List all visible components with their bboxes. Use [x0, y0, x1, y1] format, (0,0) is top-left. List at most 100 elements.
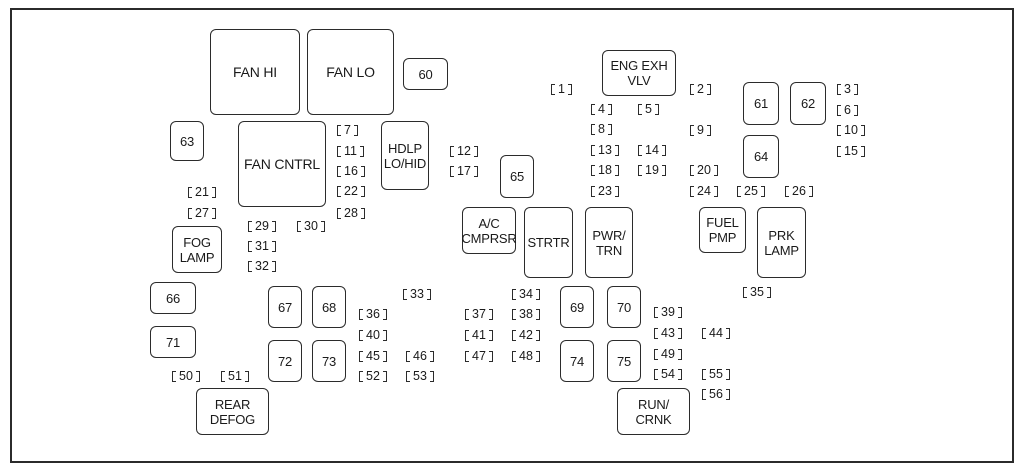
relay-64: 64 — [743, 135, 779, 178]
relay-fog-lamp: FOG LAMP — [172, 226, 222, 273]
fuse-label: 56 — [709, 387, 723, 401]
fuse-label: 55 — [709, 367, 723, 381]
fuse-33: 33 — [403, 287, 431, 301]
fuse-label: 50 — [179, 369, 193, 383]
relay-fan-cntrl: FAN CNTRL — [238, 121, 326, 207]
fuse-3: 3 — [837, 82, 858, 96]
fuse-label: 42 — [519, 328, 533, 342]
fuse-label: 54 — [661, 367, 675, 381]
fuse-11: 11 — [337, 144, 364, 158]
fuse-label: 3 — [844, 82, 851, 96]
fuse-label: 43 — [661, 326, 675, 340]
fuse-label: 34 — [519, 287, 533, 301]
fuse-13: 13 — [591, 143, 619, 157]
relay-62: 62 — [790, 82, 826, 125]
fuse-label: 46 — [413, 349, 427, 363]
fuse-26: 26 — [785, 184, 813, 198]
relay-strtr: STRTR — [524, 207, 573, 278]
fuse-35: 35 — [743, 285, 771, 299]
relay-hdlp-lo-hid: HDLP LO/HID — [381, 121, 429, 190]
fuse-label: 25 — [744, 184, 758, 198]
relay-run-crnk: RUN/ CRNK — [617, 388, 690, 435]
fuse-14: 14 — [638, 143, 666, 157]
fuse-53: 53 — [406, 369, 434, 383]
fuse-label: 22 — [344, 184, 358, 198]
relay-prk-lamp: PRK LAMP — [757, 207, 806, 278]
fuse-10: 10 — [837, 123, 865, 137]
fuse-40: 40 — [359, 328, 387, 342]
fuse-label: 8 — [598, 122, 605, 136]
fuse-12: 12 — [450, 144, 478, 158]
relay-73: 73 — [312, 340, 346, 382]
fuse-label: 30 — [304, 219, 318, 233]
relay-eng-exh-vlv: ENG EXH VLV — [602, 50, 676, 96]
fuse-label: 11 — [344, 144, 357, 158]
fuse-label: 47 — [472, 349, 486, 363]
fuse-7: 7 — [337, 123, 358, 137]
fuse-23: 23 — [591, 184, 619, 198]
fuse-18: 18 — [591, 163, 619, 177]
relay-70: 70 — [607, 286, 641, 328]
fuse-label: 10 — [844, 123, 858, 137]
fuse-31: 31 — [248, 239, 276, 253]
relay-ac-cmprsr: A/C CMPRSR — [461, 207, 517, 254]
fuse-48: 48 — [512, 349, 540, 363]
relay-61: 61 — [743, 82, 779, 125]
fuse-label: 15 — [844, 144, 858, 158]
fuse-27: 27 — [188, 206, 216, 220]
fuse-36: 36 — [359, 307, 387, 321]
fuse-1: 1 — [551, 82, 572, 96]
fuse-52: 52 — [359, 369, 387, 383]
fuse-label: 35 — [750, 285, 764, 299]
relay-fuel-pmp: FUEL PMP — [699, 207, 746, 253]
relay-pwr-trn: PWR/ TRN — [585, 207, 633, 278]
diagram-frame — [10, 8, 1014, 463]
fuse-label: 40 — [366, 328, 380, 342]
fuse-label: 36 — [366, 307, 380, 321]
fuse-label: 41 — [472, 328, 486, 342]
fuse-label: 18 — [598, 163, 612, 177]
relay-rear-defog: REAR DEFOG — [196, 388, 269, 435]
fuse-label: 37 — [472, 307, 486, 321]
relay-69: 69 — [560, 286, 594, 328]
fuse-4: 4 — [591, 102, 612, 116]
relay-63: 63 — [170, 121, 204, 161]
relay-71: 71 — [150, 326, 196, 358]
fuse-29: 29 — [248, 219, 276, 233]
fuse-16: 16 — [337, 164, 365, 178]
fuse-label: 32 — [255, 259, 269, 273]
fuse-24: 24 — [690, 184, 718, 198]
fuse-label: 48 — [519, 349, 533, 363]
fuse-56: 56 — [702, 387, 730, 401]
fuse-label: 6 — [844, 103, 851, 117]
fuse-30: 30 — [297, 219, 325, 233]
relay-fan-lo: FAN LO — [307, 29, 394, 115]
relay-66: 66 — [150, 282, 196, 314]
fuse-55: 55 — [702, 367, 730, 381]
relay-74: 74 — [560, 340, 594, 382]
fuse-label: 9 — [697, 123, 704, 137]
fuse-label: 33 — [410, 287, 424, 301]
fuse-5: 5 — [638, 102, 659, 116]
fuse-37: 37 — [465, 307, 493, 321]
fuse-label: 26 — [792, 184, 806, 198]
fuse-41: 41 — [465, 328, 493, 342]
fuse-28: 28 — [337, 206, 365, 220]
fuse-2: 2 — [690, 82, 711, 96]
fuse-label: 51 — [228, 369, 242, 383]
fuse-47: 47 — [465, 349, 493, 363]
fuse-label: 23 — [598, 184, 612, 198]
fuse-label: 44 — [709, 326, 723, 340]
fuse-49: 49 — [654, 347, 682, 361]
fuse-25: 25 — [737, 184, 765, 198]
fuse-38: 38 — [512, 307, 540, 321]
relay-68: 68 — [312, 286, 346, 328]
fuse-label: 53 — [413, 369, 427, 383]
relay-75: 75 — [607, 340, 641, 382]
fuse-label: 2 — [697, 82, 704, 96]
fuse-46: 46 — [406, 349, 434, 363]
fuse-45: 45 — [359, 349, 387, 363]
fuse-label: 52 — [366, 369, 380, 383]
relay-65: 65 — [500, 155, 534, 198]
